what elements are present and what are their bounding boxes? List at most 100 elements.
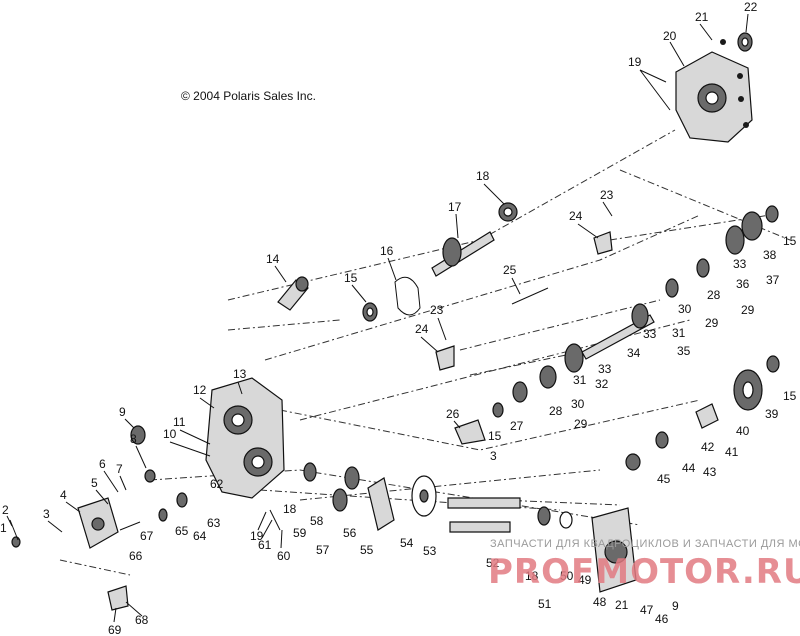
callout: 64: [193, 529, 207, 543]
callout: 9: [672, 599, 679, 613]
callout: 43: [703, 465, 717, 479]
callout: 24: [569, 209, 583, 223]
callout: 11: [173, 415, 186, 429]
copyright-notice: © 2004 Polaris Sales Inc.: [181, 89, 316, 103]
callout: 9: [119, 405, 126, 419]
callout: 48: [593, 595, 607, 609]
callout: 61: [258, 538, 272, 552]
callout: 13: [233, 367, 247, 381]
callout: 18: [476, 169, 490, 183]
callout: 62: [210, 477, 224, 491]
callout: 54: [400, 536, 414, 550]
callout: 18: [525, 569, 539, 583]
watermark-logo: PROFMOTOR.RU: [488, 552, 800, 592]
callout: 32: [595, 377, 609, 391]
callout: 63: [207, 516, 221, 530]
callout: 5: [91, 476, 98, 490]
callout: 29: [574, 417, 588, 431]
callout: 49: [578, 573, 592, 587]
callout: 30: [678, 302, 692, 316]
callout: 38: [763, 248, 777, 262]
callout: 69: [108, 623, 122, 636]
shift-fork-upper: [593, 231, 613, 255]
callout: 47: [640, 603, 654, 617]
callout: 55: [360, 543, 374, 557]
callout: 17: [448, 200, 462, 214]
callout: 34: [627, 346, 641, 360]
callout: 44: [682, 461, 696, 475]
callout: 45: [657, 472, 671, 486]
callout: 7: [116, 462, 123, 476]
callout: 52: [486, 556, 500, 570]
callout: 24: [415, 322, 429, 336]
callout: 35: [677, 344, 691, 358]
callout: 25: [503, 263, 517, 277]
callout: 23: [430, 303, 444, 317]
callout: 2: [2, 503, 9, 517]
callout: 15: [783, 389, 797, 403]
callout: 26: [446, 407, 460, 421]
callout: 6: [99, 457, 106, 471]
callout: 31: [573, 373, 587, 387]
callout: 40: [736, 424, 750, 438]
shift-shaft: [277, 276, 309, 311]
detent-housing: [454, 419, 486, 445]
callout: 21: [695, 10, 709, 24]
callout: 15: [488, 429, 502, 443]
callout: 53: [423, 544, 437, 558]
callout: 33: [643, 327, 657, 341]
callout: 59: [293, 526, 307, 540]
callout: 29: [705, 316, 719, 330]
callout: 18: [283, 502, 297, 516]
callout: 14: [266, 252, 280, 266]
callout: 19: [250, 529, 264, 543]
callout: 50: [560, 569, 574, 583]
callout: 27: [510, 419, 524, 433]
callout: 51: [538, 597, 552, 611]
shift-fork-lower: [435, 345, 455, 371]
side-cover: [591, 507, 637, 593]
small-hardware: [9, 425, 281, 548]
callout: 56: [343, 526, 357, 540]
callout: 46: [655, 612, 669, 626]
callout: 28: [549, 404, 563, 418]
callout: 36: [736, 277, 750, 291]
drive-chain: [394, 276, 421, 316]
callout: 57: [316, 543, 330, 557]
callout: 23: [600, 188, 614, 202]
callout: 67: [140, 529, 154, 543]
leader-lines: [6, 13, 749, 623]
callout: 15: [783, 234, 797, 248]
gear-cluster: [492, 205, 779, 418]
callout: 16: [380, 244, 394, 258]
callout: 31: [672, 326, 686, 340]
callout: 15: [344, 271, 358, 285]
callout: 65: [175, 524, 189, 538]
rear-case-cover: [675, 39, 753, 143]
callout: 60: [277, 549, 291, 563]
callout: 20: [663, 29, 677, 43]
callout: 37: [766, 273, 780, 287]
callout: 66: [129, 549, 143, 563]
fork-shaft: [511, 287, 549, 305]
callout: 22: [744, 0, 758, 14]
callout: 39: [765, 407, 779, 421]
callout: 29: [741, 303, 755, 317]
mount-bracket: [107, 585, 129, 611]
callout: 21: [615, 598, 629, 612]
callout: 4: [60, 488, 67, 502]
callout: 33: [733, 257, 747, 271]
watermark-tagline: ЗАПЧАСТИ ДЛЯ КВАДРОЦИКЛОВ И ЗАПЧАСТИ ДЛЯ…: [490, 538, 800, 550]
callout: 8: [130, 432, 137, 446]
main-case: [205, 377, 285, 499]
callout: 68: [135, 613, 149, 627]
output-shaft: [431, 202, 518, 277]
bearing-15: [362, 302, 378, 322]
callout: 41: [725, 445, 739, 459]
callout: 33: [598, 362, 612, 376]
callout: 3: [490, 449, 497, 463]
callout: 30: [571, 397, 585, 411]
